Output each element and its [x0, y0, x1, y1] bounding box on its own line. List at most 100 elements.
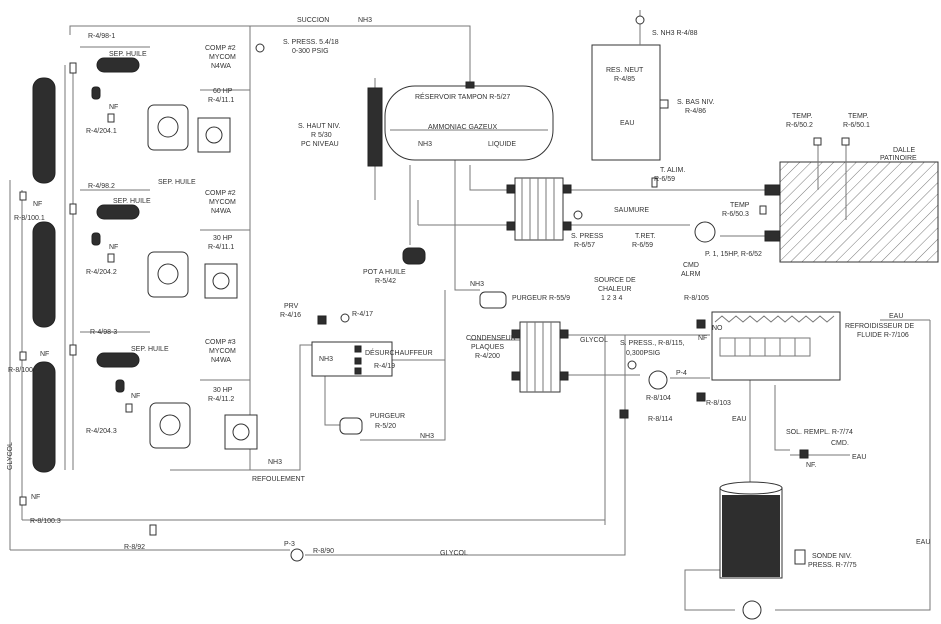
lbl-talim-b: R-6/59 — [654, 176, 675, 183]
lbl-glycol-mid: GLYCOL — [580, 337, 608, 344]
lbl-ammoniac: AMMONIAC GAZEUX — [428, 124, 498, 131]
lbl-r8100-3: R-8/100.3 — [30, 518, 61, 525]
lbl-spress-c-b: 0,300PSIG — [626, 350, 660, 357]
lbl-eau-right: EAU — [916, 539, 930, 546]
lbl-succion: SUCCION — [297, 17, 329, 24]
lbl-purgeur2-a: PURGEUR — [370, 413, 405, 420]
lbl-eau-res: EAU — [620, 120, 634, 127]
lbl-sol-eau: EAU — [852, 454, 866, 461]
lbl-source-b: CHALEUR — [598, 286, 631, 293]
filter-3 — [115, 379, 125, 393]
lbl-comp3-b: MYCOM — [209, 348, 236, 355]
compressor-1 — [147, 104, 231, 153]
lbl-prv-b: R-4/16 — [280, 312, 301, 319]
lbl-r890: R-8/90 — [313, 548, 334, 555]
lbl-temp3-b: R-6/50.3 — [722, 211, 749, 218]
compressor-2 — [147, 251, 238, 299]
lbl-comp2-c: N4WA — [211, 208, 231, 215]
lbl-temp3-a: TEMP — [730, 202, 750, 209]
level-gauge — [367, 87, 383, 167]
lbl-cmd-a: CMD — [683, 262, 699, 269]
lbl-pot-b: R-5/42 — [375, 278, 396, 285]
pump-water — [742, 600, 762, 620]
lbl-eau-top: EAU — [889, 313, 903, 320]
valve-nf-2 — [107, 253, 115, 263]
lbl-glycol-side: GLYCOL — [7, 442, 14, 470]
sep-huile-3-vessel — [96, 352, 140, 368]
lbl-sol-nf: NF. — [806, 462, 817, 469]
lbl-purgeur2-b: R-5/20 — [375, 423, 396, 430]
lbl-r8105: R-8/105 — [684, 295, 709, 302]
lbl-liquide: LIQUIDE — [488, 141, 516, 148]
lbl-r498-2: R-4/98.2 — [88, 183, 115, 190]
lbl-temp1-a: TEMP. — [792, 113, 813, 120]
lbl-dalle-b: PATINOIRE — [880, 155, 917, 162]
lbl-r4204-1: R-4/204.1 — [86, 128, 117, 135]
lbl-spress-b-a: S. PRESS — [571, 233, 604, 240]
lbl-comp1-b: MYCOM — [209, 54, 236, 61]
lbl-r8100-2: R-8/100.2 — [8, 367, 39, 374]
lbl-sonde-a: SONDE NIV. — [812, 553, 852, 560]
filter-1 — [91, 86, 101, 100]
lbl-tret-a: T.RET. — [635, 233, 656, 240]
lbl-pot-a: POT A HUILE — [363, 269, 406, 276]
pot-huile-vessel — [402, 247, 426, 265]
lbl-r498-3: R-4/98-3 — [90, 329, 117, 336]
lbl-sbas-b: R-4/86 — [685, 108, 706, 115]
lbl-nh3-valve: S. NH3 R-4/88 — [652, 30, 698, 37]
lbl-condens-b: PLAQUES — [471, 344, 504, 351]
desuperheater-box — [311, 341, 393, 377]
lbl-nf-1: NF — [109, 104, 118, 111]
lbl-source-c: 1 2 3 4 — [601, 295, 623, 302]
lbl-spress-c-a: S. PRESS., R-8/115, — [620, 340, 685, 347]
lbl-r4204-3: R-4/204.3 — [86, 428, 117, 435]
lbl-comp2-a: COMP #2 — [205, 190, 236, 197]
lbl-no: NO — [712, 325, 723, 332]
lbl-sonde-b: PRESS. R-7/75 — [808, 562, 857, 569]
lbl-comp1-r: R-4/11.1 — [208, 97, 234, 104]
lbl-p3: P-3 — [284, 541, 295, 548]
condenser-plates — [511, 321, 569, 393]
lbl-r892: R-8/92 — [124, 544, 145, 551]
lbl-temp2-a: TEMP. — [848, 113, 869, 120]
lbl-p1: P. 1, 15HP, R-6/52 — [705, 251, 762, 258]
expansion-tank — [719, 481, 806, 579]
lbl-comp2-hp: 30 HP — [213, 235, 233, 242]
reservoir-group — [367, 10, 661, 265]
lbl-tret-b: R-6/59 — [632, 242, 653, 249]
purgeur-2-box — [339, 417, 363, 435]
labels: SUCCION NH3 S. PRESS. 5.4/18 0-300 PSIG … — [7, 17, 930, 569]
lbl-sol-a: SOL. REMPL. R-7/74 — [786, 429, 853, 436]
lbl-comp3-c: N4WA — [211, 357, 231, 364]
lbl-r8104: R-8/104 — [646, 395, 671, 402]
lbl-comp1-c: N4WA — [211, 63, 231, 70]
sep-huile-2-vessel — [96, 204, 140, 220]
pump-p1 — [694, 221, 716, 243]
lbl-nh3-low: NH3 — [420, 433, 434, 440]
lbl-shaut-b: R 5/30 — [311, 132, 332, 139]
piping — [9, 25, 931, 611]
lbl-saumure: SAUMURE — [614, 207, 649, 214]
lbl-r4204-2: R-4/204.2 — [86, 269, 117, 276]
valve-nf-4 — [19, 496, 27, 506]
lbl-comp2-b: MYCOM — [209, 199, 236, 206]
lbl-eau-mid: EAU — [732, 416, 746, 423]
lbl-nf-4: NF — [31, 494, 40, 501]
lbl-refroid-b: FLUIDE R-7/106 — [857, 332, 909, 339]
lbl-sol-cmd: CMD. — [831, 440, 849, 447]
lbl-spress-top: S. PRESS. 5.4/18 — [283, 39, 339, 46]
lbl-nh3-desurch: NH3 — [319, 356, 333, 363]
lbl-talim-a: T. ALIM. — [660, 167, 685, 174]
lbl-r8103: R-8/103 — [706, 400, 731, 407]
lbl-comp2-r: R-4/11.1 — [208, 244, 234, 251]
lbl-nh3-purg: NH3 — [470, 281, 484, 288]
lbl-sep-huile-3: SEP. HUILE — [131, 346, 169, 353]
valve-nf-2a — [19, 191, 27, 201]
lbl-r498-1: R-4/98-1 — [88, 33, 115, 40]
separator-vessel-3 — [32, 361, 56, 473]
evaporator-plates — [506, 177, 572, 241]
compressor-3 — [149, 402, 258, 450]
lbl-r8100-1: R-8/100.1 — [14, 215, 45, 222]
sensors — [69, 15, 850, 536]
